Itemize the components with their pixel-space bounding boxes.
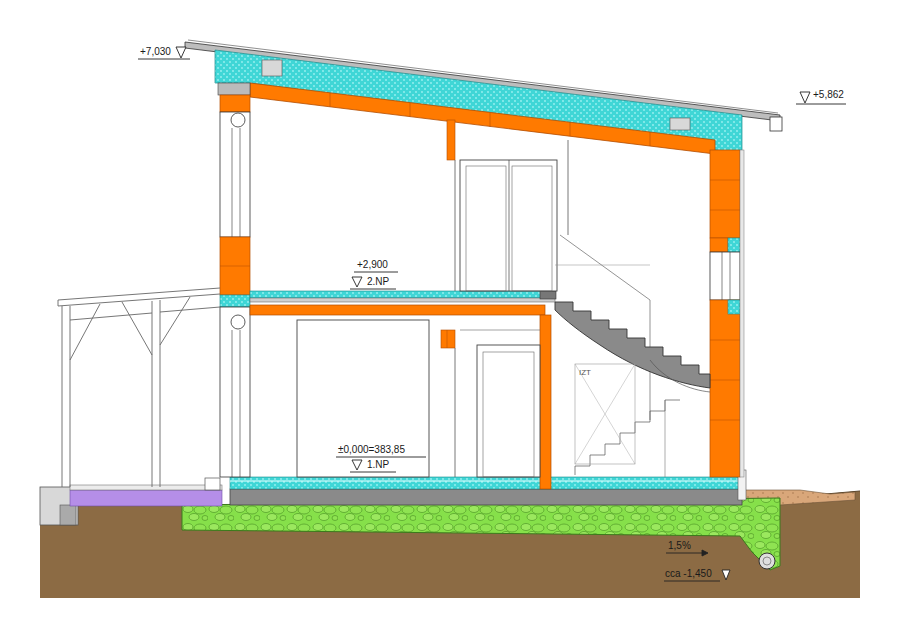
level-symbol bbox=[138, 47, 846, 581]
drain-pipe bbox=[759, 553, 775, 569]
level-label: +5,862 bbox=[813, 89, 844, 101]
opening bbox=[297, 320, 429, 477]
window bbox=[220, 307, 250, 477]
wall bbox=[710, 300, 740, 477]
floor-label: 1.NP bbox=[367, 459, 389, 471]
window bbox=[220, 112, 250, 237]
column bbox=[540, 315, 551, 489]
level-label: +2,900 bbox=[357, 259, 388, 271]
roof-beam bbox=[250, 83, 715, 154]
floor-slab bbox=[250, 291, 550, 298]
level-label: ±0,000=383,85 bbox=[338, 444, 405, 456]
gravel-bed bbox=[182, 498, 780, 570]
wall bbox=[710, 150, 740, 238]
ground bbox=[40, 491, 860, 598]
foundation-slab bbox=[230, 489, 742, 505]
door bbox=[460, 160, 557, 291]
level-label: +7,030 bbox=[140, 46, 171, 58]
stair bbox=[555, 302, 710, 388]
floor-label: 2.NP bbox=[367, 276, 389, 288]
pergola bbox=[58, 288, 220, 487]
utility-box bbox=[575, 364, 635, 464]
level-label: cca -1,450 bbox=[665, 568, 712, 580]
slope-label: 1,5% bbox=[668, 540, 691, 552]
terrace-layer bbox=[70, 490, 222, 506]
door bbox=[477, 345, 540, 477]
equipment-label: IZT bbox=[579, 368, 591, 378]
